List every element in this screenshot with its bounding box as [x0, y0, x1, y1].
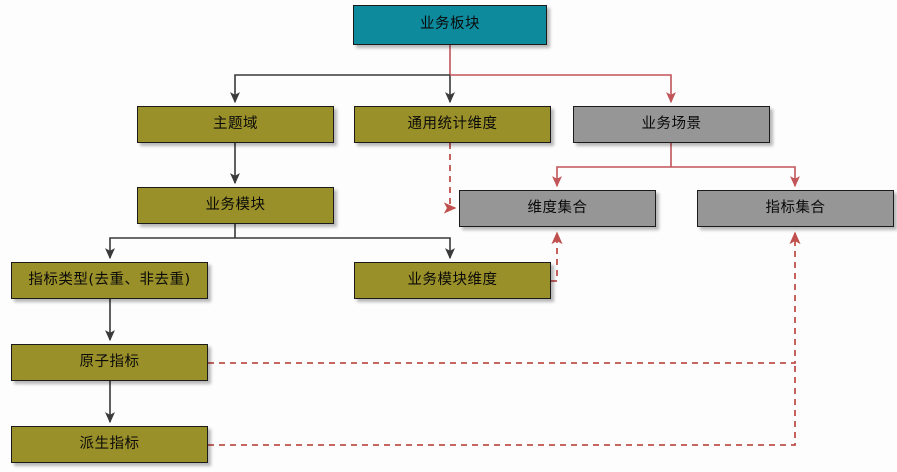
node-label: 通用统计维度 — [407, 115, 498, 132]
node-label: 指标类型(去重、非去重) — [28, 271, 191, 288]
node-dimension-set[interactable]: 维度集合 — [459, 190, 656, 227]
edge-module-to-metric-type — [105, 237, 235, 260]
node-label: 派生指标 — [79, 435, 140, 452]
edge-sector-to-subject — [230, 74, 450, 104]
node-label: 业务模块维度 — [407, 271, 498, 288]
edge-atomic-to-metric-set — [208, 231, 801, 364]
edge-common-dim-to-dimension-set — [443, 143, 457, 214]
node-label: 业务场景 — [641, 115, 702, 132]
node-label: 主题域 — [213, 115, 258, 132]
node-derived-metric[interactable]: 派生指标 — [11, 426, 208, 463]
node-business-sector[interactable]: 业务板块 — [353, 5, 547, 45]
node-subject-domain[interactable]: 主题域 — [137, 106, 334, 143]
node-business-scenario[interactable]: 业务场景 — [573, 106, 770, 143]
edge-module-dim-to-dimension-set — [551, 231, 563, 282]
node-module-dimension[interactable]: 业务模块维度 — [354, 262, 551, 299]
node-atomic-metric[interactable]: 原子指标 — [11, 344, 208, 381]
edge-scenario-to-metric-set — [671, 166, 800, 188]
edge-module-to-module-dimension — [235, 237, 455, 260]
node-metric-type[interactable]: 指标类型(去重、非去重) — [11, 262, 208, 299]
node-label: 指标集合 — [765, 199, 826, 216]
node-metric-set[interactable]: 指标集合 — [697, 190, 894, 227]
node-business-module[interactable]: 业务模块 — [137, 187, 334, 224]
node-label: 业务板块 — [420, 16, 480, 33]
edge-derived-to-metric-set — [208, 363, 796, 446]
edge-sector-to-scenario — [450, 74, 676, 104]
node-label: 原子指标 — [79, 353, 140, 370]
node-label: 业务模块 — [205, 196, 266, 213]
node-label: 维度集合 — [527, 199, 588, 216]
node-common-stat-dimension[interactable]: 通用统计维度 — [354, 106, 551, 143]
edge-scenario-to-dimension-set — [552, 166, 671, 188]
